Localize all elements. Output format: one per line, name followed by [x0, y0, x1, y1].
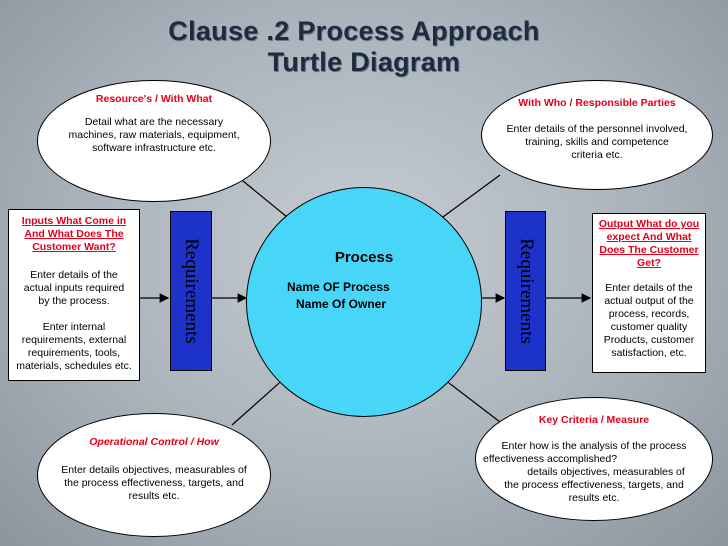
operational-line1: Enter details objectives, measurables of: [61, 464, 247, 476]
outputs-line1: Enter details of the: [605, 282, 693, 294]
inputs-box: [8, 209, 140, 381]
resources-ellipse: [37, 80, 271, 202]
inputs-line2: actual inputs required: [23, 282, 125, 294]
diagram-title-line2: Turtle Diagram: [267, 47, 461, 77]
key-criteria-line2: effectiveness accomplished?: [483, 453, 618, 465]
requirements-bar-right: Requirements: [505, 211, 546, 371]
operational-line3: results etc.: [128, 490, 180, 502]
outputs-box: [592, 213, 706, 373]
operational-ellipse: [37, 413, 271, 537]
key-criteria-heading: Key Criteria / Measure: [538, 414, 650, 426]
inputs-heading-line3: Customer Want?: [32, 241, 116, 253]
process-owner: Name Of Owner: [296, 297, 387, 311]
outputs-heading-line2: expect And What: [606, 231, 692, 243]
operational-heading: Operational Control / How: [89, 436, 219, 448]
key-criteria-line4: the process effectiveness, targets, and: [504, 479, 684, 491]
inputs-line4: Enter internal: [42, 321, 106, 333]
diagram-title-line1: Clause .2 Process Approach: [168, 16, 540, 46]
outputs-heading-line3: Does The Customer: [599, 244, 699, 256]
inputs-heading-line2: And What Does The: [24, 228, 124, 240]
with-who-line1: Enter details of the personnel involved,: [506, 123, 688, 135]
requirements-right-label: Requirements: [515, 238, 537, 344]
with-who-line3: criteria etc.: [571, 149, 623, 161]
key-criteria-ellipse: [475, 397, 713, 521]
inputs-line1: Enter details of the: [30, 269, 118, 281]
inputs-line3: by the process.: [38, 295, 110, 307]
resources-heading: Resource's / With What: [95, 93, 213, 105]
key-criteria-line1: Enter how is the analysis of the process: [501, 440, 687, 452]
key-criteria-line3: details objectives, measurables of: [527, 466, 685, 478]
resources-line2: machines, raw materials, equipment,: [68, 129, 240, 141]
requirements-left-label: Requirements: [181, 238, 202, 344]
with-who-ellipse: [481, 80, 713, 190]
with-who-line2: training, skills and competence: [525, 136, 669, 148]
outputs-line2: actual output of the: [604, 295, 694, 307]
inputs-line5: requirements, external: [21, 334, 127, 346]
requirements-bar-left: Requirements: [170, 211, 212, 371]
resources-line1: Detail what are the necessary: [84, 116, 224, 128]
with-who-heading: With Who / Responsible Parties: [518, 97, 676, 109]
process-circle: [246, 187, 482, 417]
inputs-heading-line1: Inputs What Come in: [21, 215, 127, 227]
outputs-line5: Products, customer: [603, 334, 695, 346]
outputs-line6: satisfaction, etc.: [611, 347, 687, 359]
outputs-line3: process, records,: [608, 308, 690, 320]
operational-line2: the process effectiveness, targets, and: [64, 477, 244, 489]
process-heading: Process: [334, 249, 394, 266]
outputs-line4: customer quality: [610, 321, 688, 333]
outputs-heading-line4: Get?: [637, 257, 661, 269]
process-name: Name OF Process: [287, 280, 390, 294]
key-criteria-line5: results etc.: [568, 492, 620, 504]
resources-line3: software infrastructure etc.: [92, 142, 216, 154]
outputs-heading-line1: Output What do you: [598, 218, 700, 230]
inputs-line7: materials, schedules etc.: [16, 360, 132, 372]
inputs-line6: requirements, tools,: [27, 347, 121, 359]
